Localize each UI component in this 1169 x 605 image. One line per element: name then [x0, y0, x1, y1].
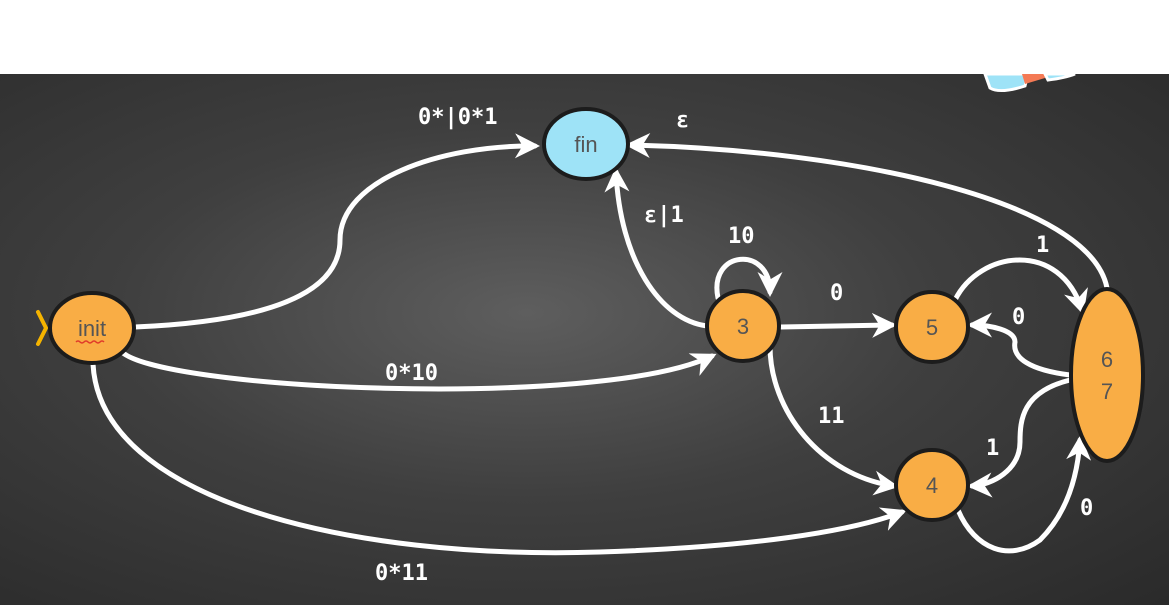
state-67[interactable]: 6 7: [1069, 287, 1145, 463]
state-4[interactable]: 4: [894, 448, 970, 522]
edge-label: 0: [830, 281, 843, 306]
edge-5-67: [952, 257, 1088, 315]
edge-label: 0*11: [375, 561, 428, 586]
top-bar: [0, 0, 1169, 74]
edge-67-5: [967, 312, 1073, 378]
edge-label: 0: [1080, 496, 1093, 521]
sticker-icon: [982, 72, 1076, 93]
state-label: 5: [926, 315, 938, 340]
edge-4-67: [955, 435, 1092, 554]
start-marker-icon: [36, 310, 49, 346]
edge-3-5: [778, 312, 897, 338]
edge-3-4: [767, 343, 899, 496]
edge-label: ε|1: [644, 203, 684, 228]
edge-label: 0*10: [385, 361, 438, 386]
edge-label: 0*|0*1: [418, 105, 497, 130]
edge-init-3: [117, 347, 717, 392]
edge-label: 1: [1036, 233, 1049, 258]
state-label: init: [78, 316, 106, 341]
state-label: 6: [1101, 347, 1113, 372]
state-label: 4: [926, 473, 938, 498]
state-fin[interactable]: fin: [542, 107, 630, 181]
edge-label: 0: [1012, 305, 1025, 330]
edge-label: 11: [818, 404, 845, 429]
edge-init-4: [90, 361, 907, 556]
edge-3-fin: [604, 167, 710, 329]
state-label: fin: [574, 132, 597, 157]
state-5[interactable]: 5: [894, 290, 970, 364]
state-label: 7: [1101, 379, 1113, 404]
edge-3-self: [714, 256, 783, 301]
edge-label: ε: [676, 108, 689, 133]
edge-label: 1: [986, 436, 999, 461]
edge-67-4: [967, 377, 1073, 498]
edge-67-fin: [625, 132, 1110, 291]
edge-label: 10: [728, 224, 755, 249]
state-3[interactable]: 3: [705, 289, 781, 363]
state-label: 3: [737, 314, 749, 339]
edge-init-fin: [132, 133, 540, 330]
spellcheck-underline: [75, 340, 105, 344]
state-init[interactable]: init: [48, 291, 136, 365]
